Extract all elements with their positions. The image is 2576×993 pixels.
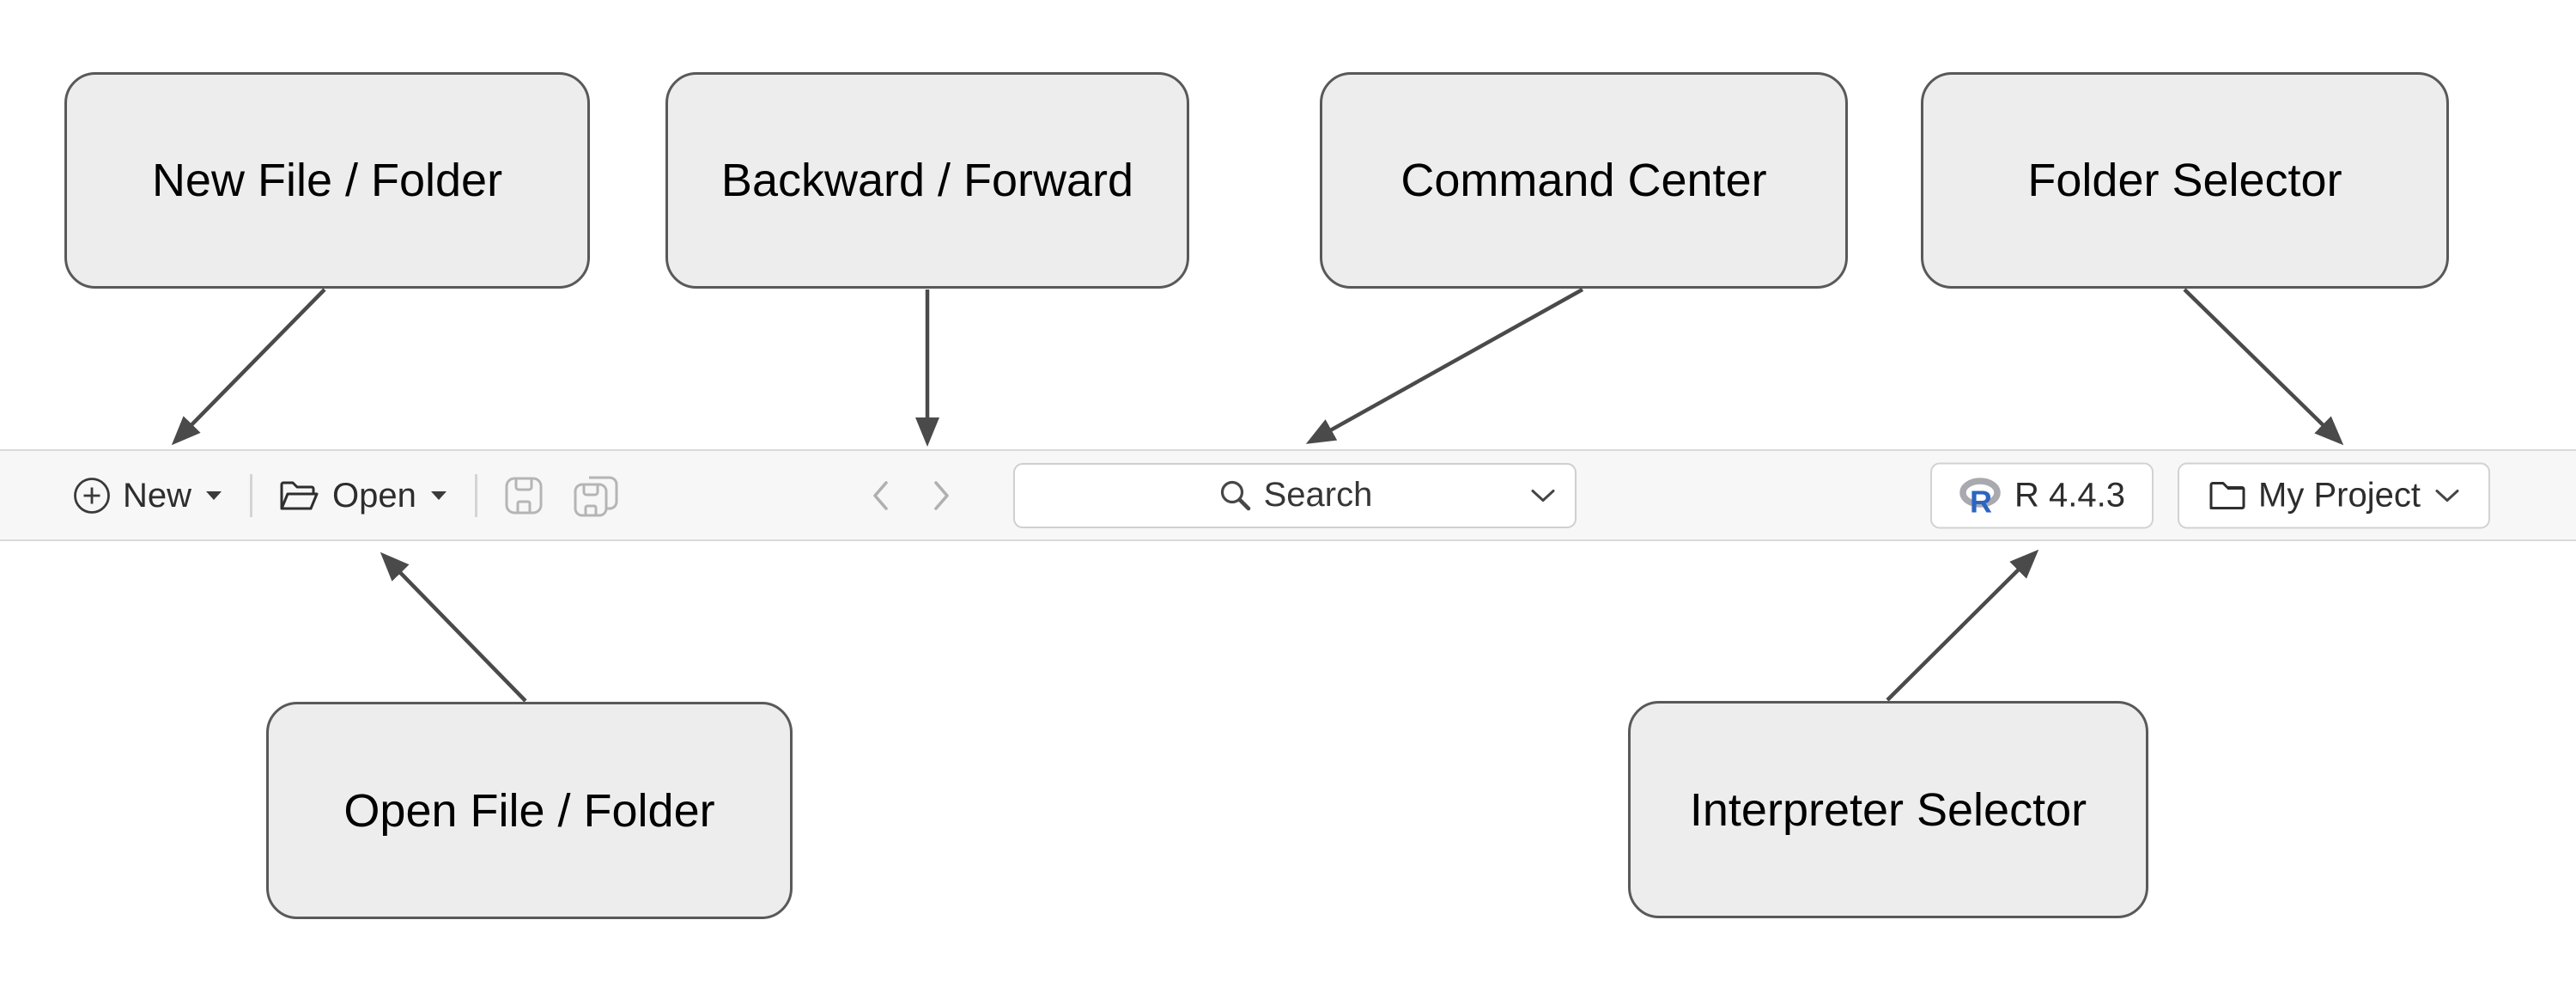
toolbar-separator [250,473,253,517]
caret-down-icon [430,490,447,500]
new-button[interactable]: New [72,476,224,515]
project-dropdown [2434,488,2460,503]
folder-selector-button[interactable]: My Project [2178,462,2490,528]
annotation-box-backward-forward: Backward / Forward [665,72,1189,289]
annotation-label: Command Center [1400,155,1767,206]
open-button-label: Open [332,476,416,515]
arrow-open-file-folder [380,551,527,703]
forward-button[interactable] [931,478,953,513]
folder-icon [2209,482,2245,509]
annotation-label: Open File / Folder [343,784,715,837]
chevron-left-icon [873,480,888,510]
chevron-right-icon [934,480,949,510]
save-button[interactable] [503,475,544,516]
toolbar-separator [474,473,477,517]
interpreter-selector-button[interactable]: R R 4.4.3 [1930,462,2154,528]
toolbar-right-group: R R 4.4.3 My Project [1930,462,2490,528]
save-all-icon [574,476,618,516]
annotation-box-open-file-folder: Open File / Folder [266,702,793,919]
caret-down-icon [206,490,222,500]
project-label: My Project [2258,476,2421,515]
annotation-label: Backward / Forward [720,155,1134,206]
toolbar-left-group: New Open [72,473,620,517]
ide-toolbar: New Open [0,449,2576,541]
chevron-down-icon [1531,489,1555,502]
svg-text:R: R [1970,484,1992,515]
arrow-folder-selector [2183,288,2344,446]
save-all-button[interactable] [572,474,620,517]
magnifier-icon [1220,480,1250,510]
folder-open-icon [280,481,319,509]
toolbar-nav-group [869,478,953,513]
annotation-label: Folder Selector [2027,155,2342,206]
annotation-label: New File / Folder [151,155,503,206]
search-label: Search [1263,476,1373,514]
annotation-box-new-file-folder: New File / Folder [64,72,590,289]
save-icon [505,477,543,514]
r-logo-icon: R [1959,478,2001,515]
command-center-search[interactable]: Search [1013,462,1577,528]
annotation-label: Interpreter Selector [1689,783,2087,836]
arrow-interpreter-selector [1886,549,2039,702]
search-dropdown[interactable] [1530,488,1556,503]
new-button-label: New [123,476,192,515]
arrow-command-center [1305,288,1584,444]
open-button[interactable]: Open [278,478,449,514]
circle-plus-icon [74,477,110,514]
interpreter-label: R 4.4.3 [2014,476,2125,515]
chevron-down-icon [2435,489,2459,502]
arrow-new-file-folder [171,288,326,446]
back-button[interactable] [869,478,891,513]
annotation-box-interpreter-selector: Interpreter Selector [1628,701,2148,918]
annotation-box-folder-selector: Folder Selector [1921,72,2449,289]
annotation-box-command-center: Command Center [1320,72,1848,289]
